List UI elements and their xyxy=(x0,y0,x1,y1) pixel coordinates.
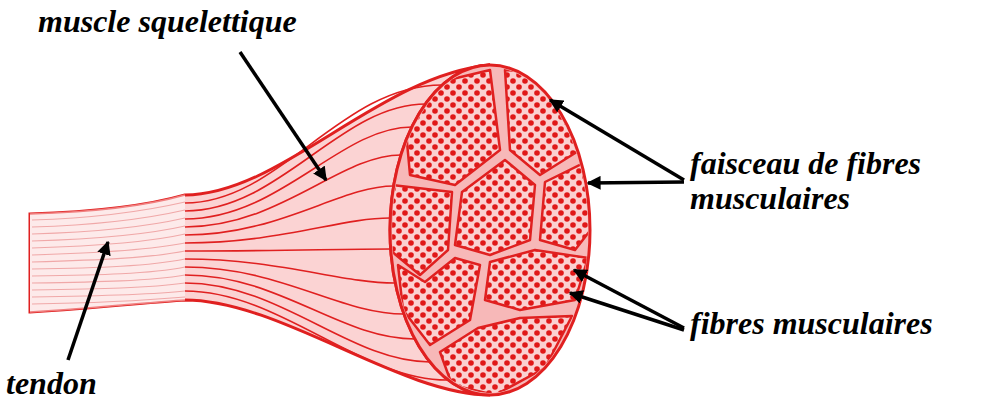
tendon-outline xyxy=(30,300,185,312)
part-label: faisceau de fibres musculaires xyxy=(690,146,990,216)
tendon-fibers xyxy=(32,202,185,304)
part-label: fibres musculaires xyxy=(690,306,933,341)
leader-arrows xyxy=(68,52,684,360)
part-label: tendon xyxy=(6,366,97,401)
part-label: muscle squelettique xyxy=(38,4,297,39)
fascicles xyxy=(390,70,592,395)
tendon-outline xyxy=(30,195,185,214)
tendon-shape xyxy=(30,195,185,312)
